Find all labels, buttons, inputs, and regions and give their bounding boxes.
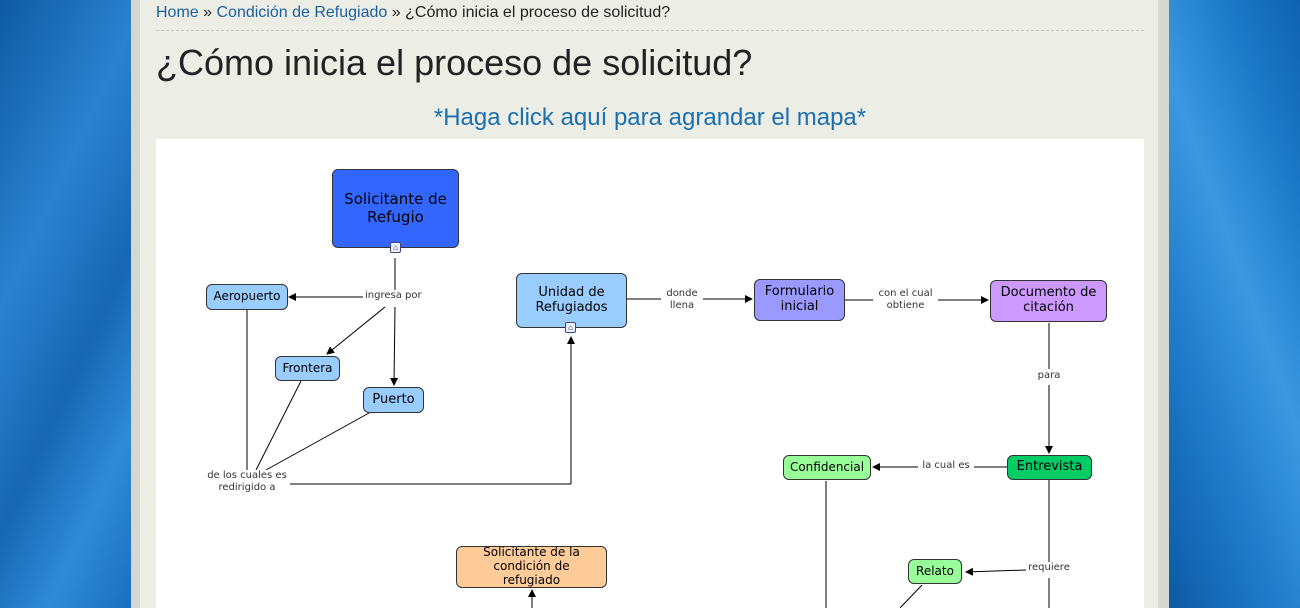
- desktop-background-right: [1169, 0, 1300, 608]
- concept-map-edges: [246, 258, 1053, 608]
- desktop-background-left: [0, 0, 131, 608]
- node-formulario-inicial[interactable]: Formulario inicial: [754, 279, 845, 321]
- enlarge-map-link[interactable]: *Haga click aquí para agrandar el mapa*: [433, 104, 867, 131]
- node-aeropuerto[interactable]: Aeropuerto: [206, 284, 288, 310]
- link-label-donde-llena: donde llena: [661, 288, 703, 312]
- concept-map[interactable]: Solicitante de Refugio ⌂ Aeropuerto Fron…: [156, 139, 1144, 608]
- node-puerto[interactable]: Puerto: [363, 387, 424, 413]
- page-title: ¿Cómo inicia el proceso de solicitud?: [156, 42, 753, 83]
- link-label-la-cual-es: la cual es: [919, 460, 973, 472]
- link-label-requiere: requiere: [1026, 562, 1072, 574]
- subconcept-icon[interactable]: ⌂: [390, 242, 401, 253]
- node-solicitante-de-la-condicion[interactable]: Solicitante de la condición de refugiado: [456, 545, 607, 588]
- breadcrumb-separator: »: [391, 4, 401, 21]
- breadcrumb-current: ¿Cómo inicia el proceso de solicitud?: [405, 4, 671, 21]
- link-label-redirigido: de los cuales es redirigido a: [204, 470, 290, 494]
- link-label-ingresa-por: ingresa por: [363, 290, 424, 302]
- breadcrumb-divider: [156, 30, 1144, 31]
- node-frontera[interactable]: Frontera: [275, 356, 340, 381]
- node-relato[interactable]: Relato: [908, 559, 962, 584]
- breadcrumb-separator: »: [203, 4, 213, 21]
- node-entrevista[interactable]: Entrevista: [1007, 455, 1092, 480]
- breadcrumb-section-link[interactable]: Condición de Refugiado: [216, 4, 388, 21]
- node-solicitante-de-refugio[interactable]: Solicitante de Refugio: [332, 169, 459, 248]
- subconcept-icon[interactable]: ⌂: [565, 322, 576, 333]
- link-label-para: para: [1034, 370, 1064, 382]
- link-label-con-el-cual-obtiene: con el cual obtiene: [873, 288, 938, 312]
- node-confidencial[interactable]: Confidencial: [783, 455, 871, 480]
- breadcrumb-home-link[interactable]: Home: [156, 4, 199, 21]
- breadcrumb: Home » Condición de Refugiado » ¿Cómo in…: [156, 4, 670, 22]
- node-unidad-de-refugiados[interactable]: Unidad de Refugiados: [516, 273, 627, 328]
- node-documento-de-citacion[interactable]: Documento de citación: [990, 280, 1107, 322]
